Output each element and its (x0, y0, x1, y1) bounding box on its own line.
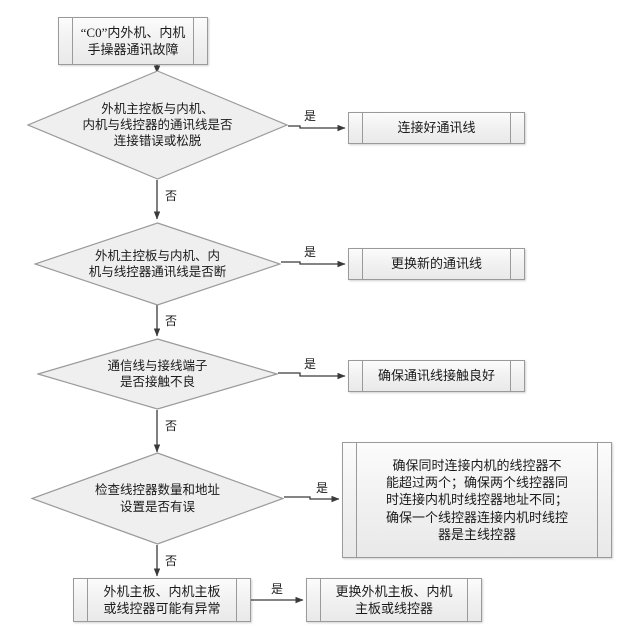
node-action-4-label: 确保同时连接内机的线控器不 能超过两个；确保两个线控器同 时连接内机时线控器地址… (385, 458, 568, 542)
edge-label-d2-no: 否 (165, 314, 178, 328)
predefined-process-left-bar (362, 113, 363, 143)
edge-label-d1-yes: 是 (304, 109, 317, 123)
node-bottom-left[interactable]: 外机主板、内机主板 或线控器可能有异常 (73, 578, 251, 622)
node-action-2[interactable]: 更换新的通讯线 (348, 248, 525, 280)
predefined-process-right-bar (510, 361, 511, 391)
edge-label-d2-yes: 是 (304, 245, 317, 259)
node-decision-1-label: 外机主控板与内机、 内机与线控器的通讯线是否 连接错误或松脱 (82, 101, 233, 149)
node-bottom-left-label: 外机主板、内机主板 或线控器可能有异常 (103, 583, 221, 616)
predefined-process-left-bar (362, 361, 363, 391)
edge-label-d1-no: 否 (165, 189, 178, 203)
predefined-process-right-bar (597, 443, 598, 557)
predefined-process-left-bar (362, 249, 363, 279)
node-action-1-label: 连接好通讯线 (397, 120, 476, 136)
predefined-process-left-bar (72, 18, 73, 64)
node-action-3-label: 确保通讯线接触良好 (377, 368, 495, 384)
node-decision-3[interactable]: 通信线与接线端子 是否接触不良 (37, 338, 278, 410)
edge-d4-yes-to-a4 (284, 495, 340, 503)
node-bottom-right[interactable]: 更换外机主板、内机 主板或线控器 (306, 578, 482, 622)
node-action-2-label: 更换新的通讯线 (390, 256, 482, 272)
node-start-label: “C0”内外机、内机 手操器通讯故障 (80, 24, 186, 57)
node-decision-4-label: 检查线控器数量和地址 设置是否有误 (94, 483, 220, 514)
predefined-process-right-bar (236, 579, 237, 621)
edge-label-d4-no: 否 (165, 554, 178, 568)
edge-d1-yes-to-a1 (288, 124, 346, 132)
node-action-4[interactable]: 确保同时连接内机的线控器不 能超过两个；确保两个线控器同 时连接内机时线控器地址… (342, 442, 612, 558)
node-action-3[interactable]: 确保通讯线接触良好 (348, 360, 525, 392)
node-decision-2[interactable]: 外机主控板与内机、内 机与线控器通讯线是否断 (34, 222, 281, 306)
node-start[interactable]: “C0”内外机、内机 手操器通讯故障 (58, 17, 208, 65)
node-decision-2-label: 外机主控板与内机、内 机与线控器通讯线是否断 (88, 248, 227, 279)
predefined-process-left-bar (320, 579, 321, 621)
node-decision-1[interactable]: 外机主控板与内机、 内机与线控器的通讯线是否 连接错误或松脱 (27, 70, 288, 180)
node-decision-4[interactable]: 检查线控器数量和地址 设置是否有误 (31, 452, 284, 545)
predefined-process-right-bar (510, 249, 511, 279)
predefined-process-right-bar (510, 113, 511, 143)
node-bottom-right-label: 更换外机主板、内机 主板或线控器 (335, 583, 453, 616)
edge-label-d3-yes: 是 (304, 357, 317, 371)
predefined-process-left-bar (87, 579, 88, 621)
predefined-process-right-bar (467, 579, 468, 621)
node-action-1[interactable]: 连接好通讯线 (348, 112, 525, 144)
edge-label-d3-no: 否 (165, 419, 178, 433)
predefined-process-right-bar (193, 18, 194, 64)
node-decision-3-label: 通信线与接线端子 是否接触不良 (107, 358, 208, 389)
edge-label-bottom-yes: 是 (271, 582, 284, 596)
edge-label-d4-yes: 是 (316, 481, 329, 495)
edge-d3-yes-to-a3 (278, 372, 346, 380)
edge-d2-yes-to-a2 (281, 260, 346, 268)
predefined-process-left-bar (356, 443, 357, 557)
